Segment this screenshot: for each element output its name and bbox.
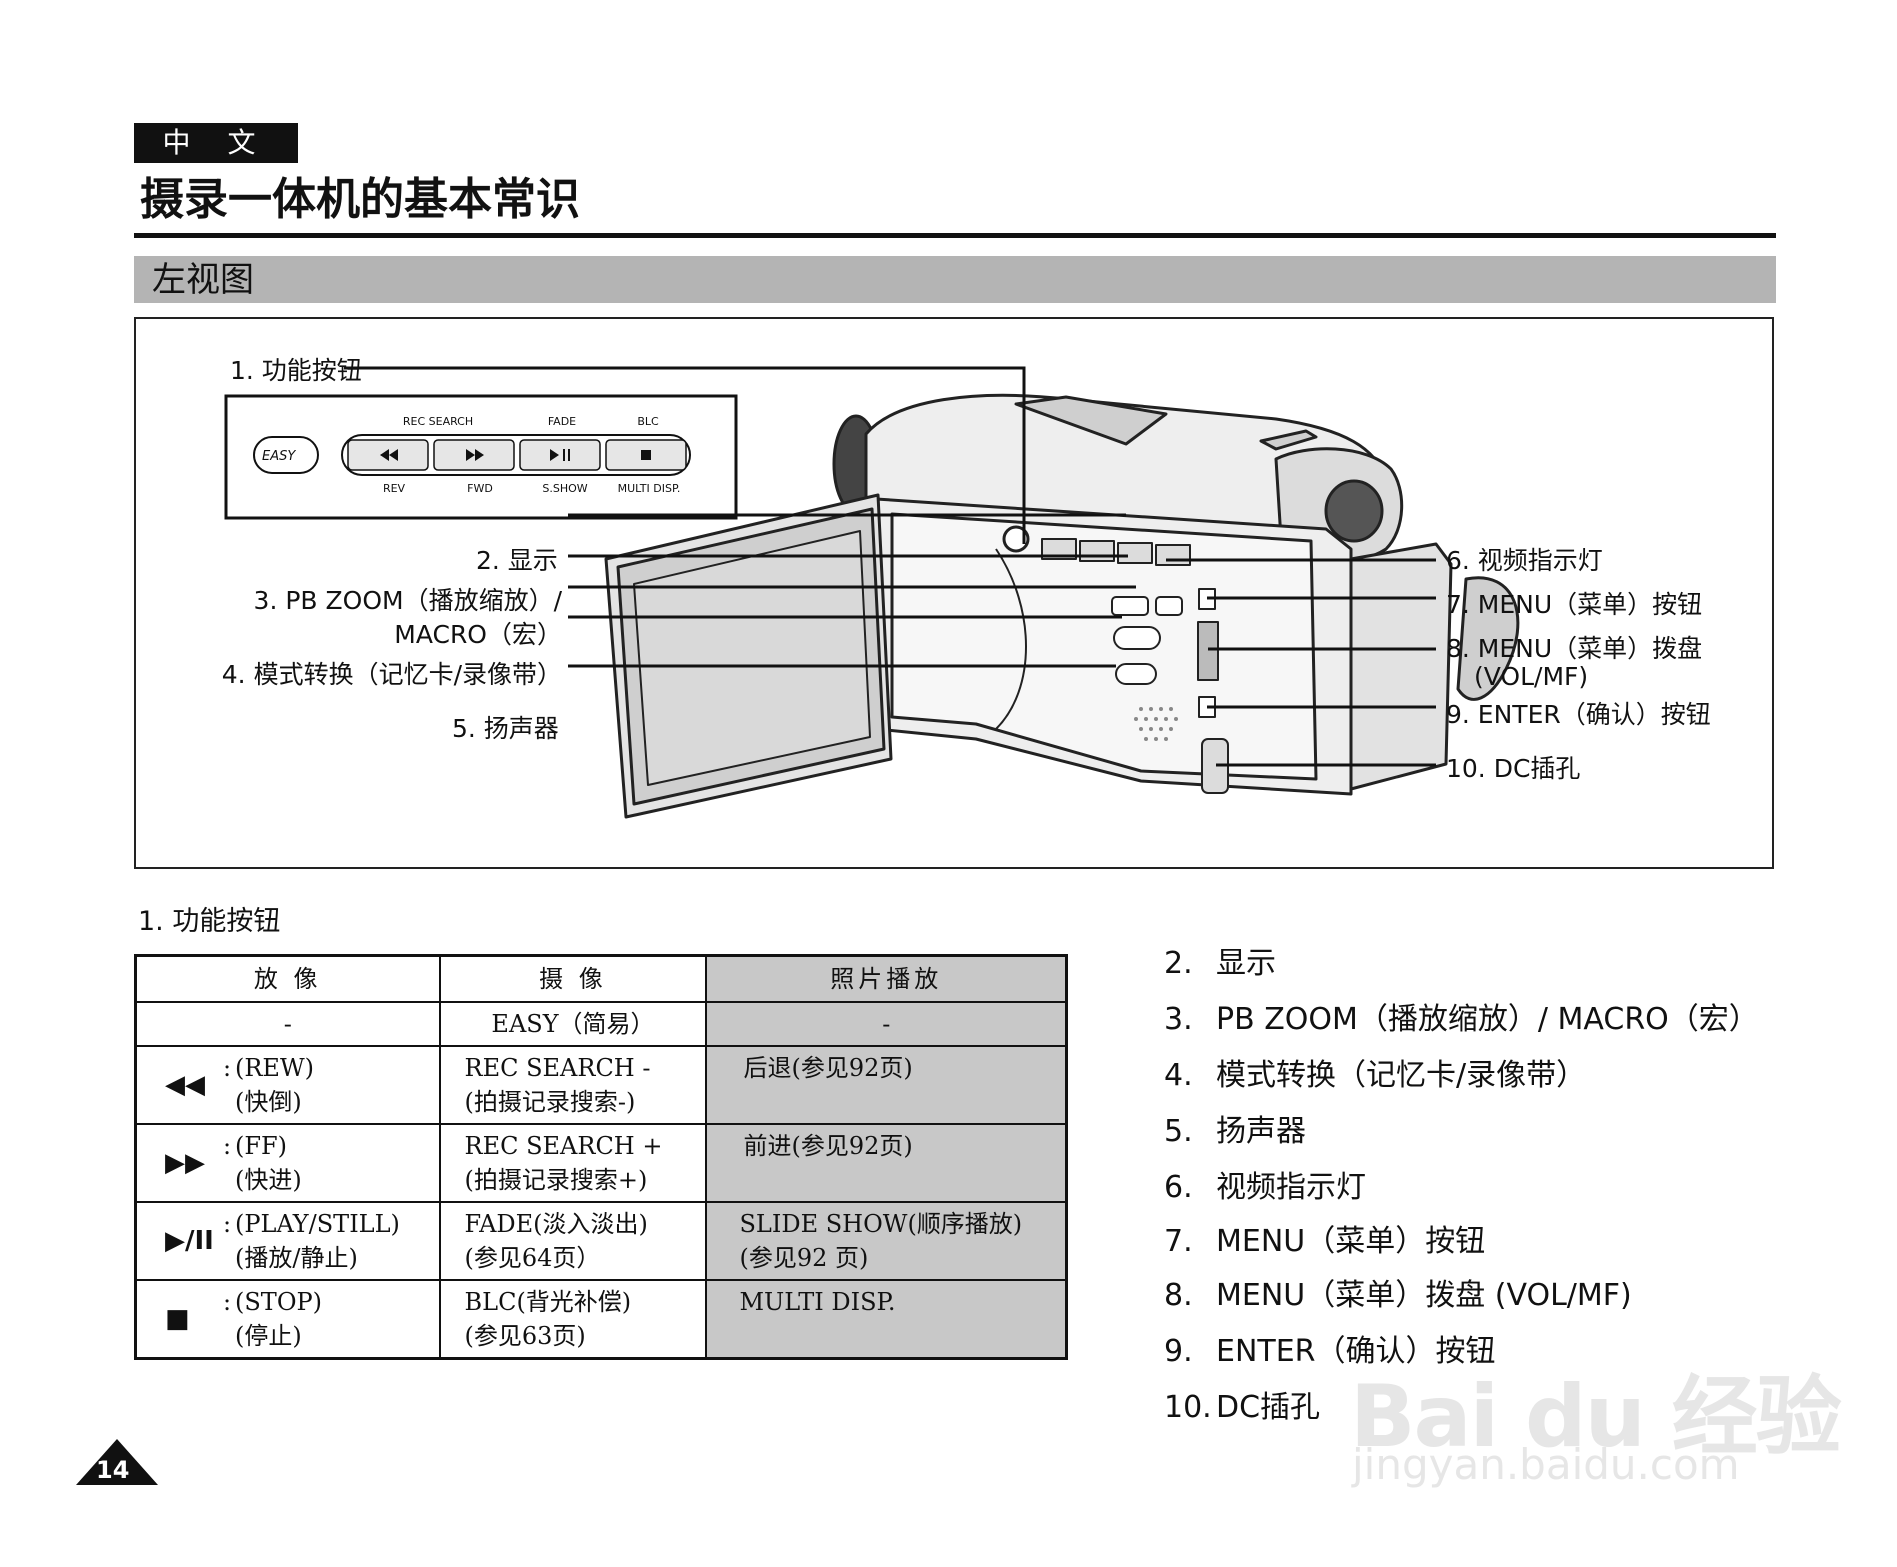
callout-function-buttons: 1. 功能按钮 <box>230 356 362 385</box>
callout-menu-dial: 8. MENU（菜单）拨盘 <box>1446 634 1703 663</box>
table-row: ■:(STOP)(停止) BLC(背光补偿)(参见63页) MULTI DISP… <box>134 1279 1068 1360</box>
table-row: ▶▶:(FF)(快进) REC SEARCH +(拍摄记录搜索+) 前进(参见9… <box>134 1123 1068 1203</box>
callout-pb-zoom: 3. PB ZOOM（播放缩放）/ <box>253 586 562 615</box>
table-cell-text: BLC(背光补偿) <box>464 1288 632 1316</box>
table-cell-text: SLIDE SHOW(顺序播放) <box>739 1210 1023 1238</box>
table-heading: 1. 功能按钮 <box>138 906 281 937</box>
rewind-icon: ◀◀ <box>165 1070 205 1100</box>
table-row: - EASY（简易） - <box>134 1001 1068 1047</box>
table-cell-text: REC SEARCH + <box>464 1132 663 1160</box>
easy-label: EASY <box>262 449 296 464</box>
play-pause-icon: ▶/II <box>165 1226 214 1256</box>
table-cell-text: (FF) <box>235 1132 288 1160</box>
rec-search-label: REC SEARCH <box>402 415 474 428</box>
rev-label: REV <box>382 482 406 495</box>
stop-icon <box>641 450 651 460</box>
table-cell-text: REC SEARCH - <box>464 1054 651 1082</box>
table-row: ◀◀:(REW)(快倒) REC SEARCH -(拍摄记录搜索-) 后退(参见… <box>134 1045 1068 1125</box>
table-cell-text: MULTI DISP. <box>739 1288 896 1316</box>
table-cell: - <box>705 1001 1068 1047</box>
section-bar <box>134 256 1776 303</box>
list-item: 3.PB ZOOM（播放缩放）/ MACRO（宏） <box>1164 1002 1759 1037</box>
callout-dc-jack: 10. DC插孔 <box>1446 754 1581 783</box>
table-header-row: 放 像 摄 像 照片播放 <box>134 954 1068 1003</box>
table-cell-text: (参见64页） <box>464 1244 601 1272</box>
callout-macro: MACRO（宏） <box>394 620 562 649</box>
table-cell-text: (STOP) <box>235 1288 322 1316</box>
fwd-label: FWD <box>467 482 493 495</box>
list-item: 7.MENU（菜单）按钮 <box>1164 1224 1486 1259</box>
rewind-icon <box>380 449 398 461</box>
language-tab: 中 文 <box>134 123 298 163</box>
table-cell-text: (拍摄记录搜索+) <box>464 1166 648 1194</box>
easy-button-shape <box>253 436 319 474</box>
table-cell-text: (REW) <box>235 1054 314 1082</box>
list-item: 10.DC插孔 <box>1164 1390 1321 1425</box>
table-cell-text: (快进) <box>235 1166 302 1194</box>
sshow-label: S.SHOW <box>542 482 588 495</box>
play-pause-icon <box>550 449 570 461</box>
page-number-triangle <box>76 1439 158 1485</box>
list-item: 2.显示 <box>1164 946 1276 981</box>
header-photo-playback: 照片播放 <box>705 954 1068 1003</box>
table-cell-text: 前进(参见92页) <box>743 1132 913 1160</box>
callout-enter-button: 9. ENTER（确认）按钮 <box>1446 700 1711 729</box>
figure-frame <box>134 317 1774 869</box>
lcd-panel <box>604 493 893 819</box>
leader-lines <box>344 366 1436 767</box>
watermark-url: jingyan.baidu.com <box>1352 1440 1740 1489</box>
fade-label: FADE <box>547 415 577 428</box>
fast-forward-icon <box>466 449 484 461</box>
table-cell-text: (参见92 页) <box>739 1244 869 1272</box>
table-cell-text: (停止) <box>235 1322 302 1350</box>
callout-mode-switch: 4. 模式转换（记忆卡/录像带） <box>221 660 562 689</box>
list-item: 4.模式转换（记忆卡/录像带） <box>1164 1058 1587 1093</box>
watermark-logo: Bai du 经验 <box>1350 1367 1842 1467</box>
table-cell-text: (PLAY/STILL) <box>235 1210 400 1238</box>
table-row: ▶/II:(PLAY/STILL)(播放/静止) FADE(淡入淡出)(参见64… <box>134 1201 1068 1281</box>
list-item: 5.扬声器 <box>1164 1114 1306 1149</box>
fast-forward-icon: ▶▶ <box>165 1148 205 1178</box>
table-cell-text: (播放/静止) <box>235 1244 358 1272</box>
table-cell-text: 后退(参见92页) <box>743 1054 913 1082</box>
table-cell-text: FADE(淡入淡出) <box>464 1210 648 1238</box>
table-cell: EASY（简易） <box>438 1001 708 1047</box>
stop-icon: ■ <box>165 1304 190 1334</box>
list-item: 8.MENU（菜单）拨盘 (VOL/MF) <box>1164 1278 1632 1313</box>
callout-menu-button: 7. MENU（菜单）按钮 <box>1446 590 1703 619</box>
callout-speaker: 5. 扬声器 <box>452 714 559 743</box>
callout-video-indicator: 6. 视频指示灯 <box>1446 546 1603 575</box>
table-cell-text: (参见63页) <box>464 1322 586 1350</box>
section-title: 左视图 <box>152 260 254 300</box>
page-title: 摄录一体机的基本常识 <box>140 174 580 225</box>
list-item: 9.ENTER（确认）按钮 <box>1164 1334 1496 1369</box>
play-button-shape <box>519 439 601 471</box>
table-cell-text: (拍摄记录搜索-) <box>464 1088 636 1116</box>
callout-vol-mf: (VOL/MF) <box>1474 662 1589 691</box>
header-playback: 放 像 <box>134 954 441 1003</box>
list-item: 6.视频指示灯 <box>1164 1170 1366 1205</box>
camcorder-illustration <box>224 366 1520 819</box>
blc-label: BLC <box>637 415 659 428</box>
title-rule <box>134 233 1776 238</box>
function-button-table: 放 像 摄 像 照片播放 - EASY（简易） - ◀◀:(REW)(快倒) R… <box>134 954 1068 1360</box>
page-number: 14 <box>96 1456 130 1484</box>
callout-display: 2. 显示 <box>476 546 558 575</box>
table-cell: - <box>134 1001 441 1047</box>
multi-disp-label: MULTI DISP. <box>617 482 681 495</box>
camcorder-body <box>832 393 1520 796</box>
table-cell-text: (快倒) <box>235 1088 302 1116</box>
speaker-grille <box>1134 707 1178 741</box>
header-recording: 摄 像 <box>438 954 708 1003</box>
